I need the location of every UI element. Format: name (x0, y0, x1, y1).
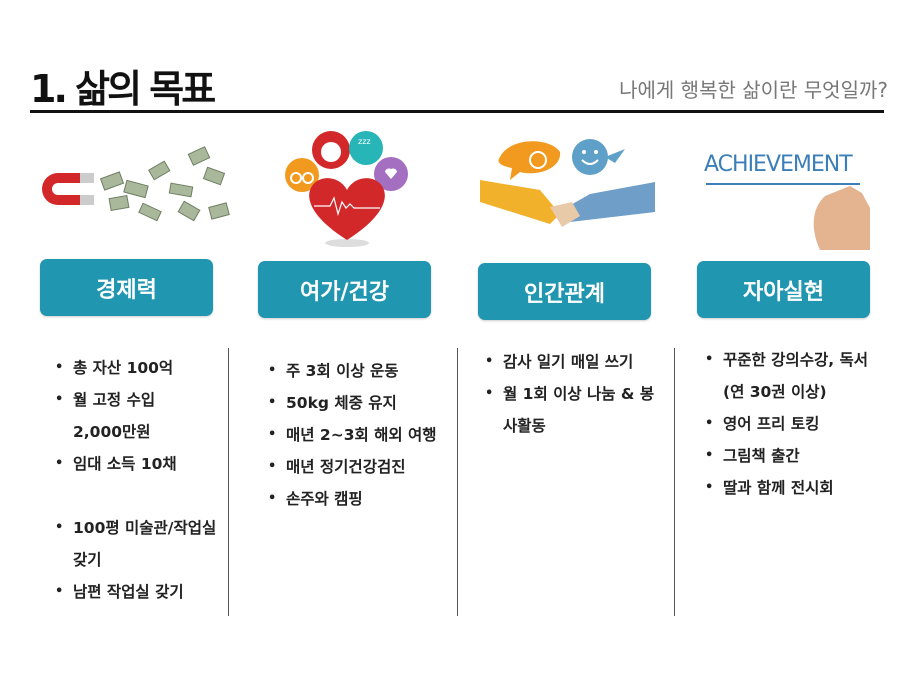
category-button-economy[interactable]: 경제력 (40, 259, 213, 316)
handshake-image (480, 139, 655, 227)
heart-health-image: zzz (285, 131, 408, 247)
column-divider (674, 348, 675, 616)
list-item: 매년 정기건강검진 (268, 451, 453, 483)
list-item: 매년 2~3회 해외 여행 (268, 419, 453, 451)
list-item: 주 3회 이상 운동 (268, 355, 453, 387)
economy-goals-list: 총 자산 100억 월 고정 수입 2,000만원 임대 소득 10채 100평… (55, 352, 225, 608)
list-item: 50kg 체중 유지 (268, 387, 453, 419)
page-title: 1. 삶의 목표 (30, 67, 216, 111)
list-item: 총 자산 100억 (55, 352, 225, 384)
list-item: 꾸준한 강의수강, 독서(연 30권 이상) (705, 344, 875, 408)
list-item: 월 고정 수입 2,000만원 (55, 384, 183, 448)
list-item: 영어 프리 토킹 (705, 408, 875, 440)
list-item: 그림책 출간 (705, 440, 875, 472)
list-item: 남편 작업실 갖기 (55, 576, 225, 608)
category-button-self-realization[interactable]: 자아실현 (697, 261, 870, 318)
page-subtitle: 나에게 행복한 삶이란 무엇일까? (619, 78, 888, 102)
relationship-goals-list: 감사 일기 매일 쓰기 월 1회 이상 나눔 & 봉사활동 (485, 346, 655, 442)
list-item: 100평 미술관/작업실 갖기 (55, 512, 225, 576)
achievement-image: ACHIEVEMENT (704, 152, 870, 250)
magnet-money-image (42, 146, 230, 222)
category-button-relationships[interactable]: 인간관계 (478, 263, 651, 320)
column-divider (457, 348, 458, 616)
list-item: 감사 일기 매일 쓰기 (485, 346, 655, 378)
list-item: 임대 소득 10채 (55, 448, 225, 480)
leisure-health-goals-list: 주 3회 이상 운동 50kg 체중 유지 매년 2~3회 해외 여행 매년 정… (268, 355, 453, 515)
list-item: 딸과 함께 전시회 (705, 472, 875, 504)
list-item: 월 1회 이상 나눔 & 봉사활동 (485, 378, 655, 442)
svg-text:zzz: zzz (358, 137, 371, 146)
column-divider (228, 348, 229, 616)
self-realization-goals-list: 꾸준한 강의수강, 독서(연 30권 이상) 영어 프리 토킹 그림책 출간 딸… (705, 344, 875, 504)
title-divider (30, 110, 884, 113)
list-item: 손주와 캠핑 (268, 483, 453, 515)
achievement-text: ACHIEVEMENT (704, 152, 853, 177)
category-button-leisure-health[interactable]: 여가/건강 (258, 261, 431, 318)
